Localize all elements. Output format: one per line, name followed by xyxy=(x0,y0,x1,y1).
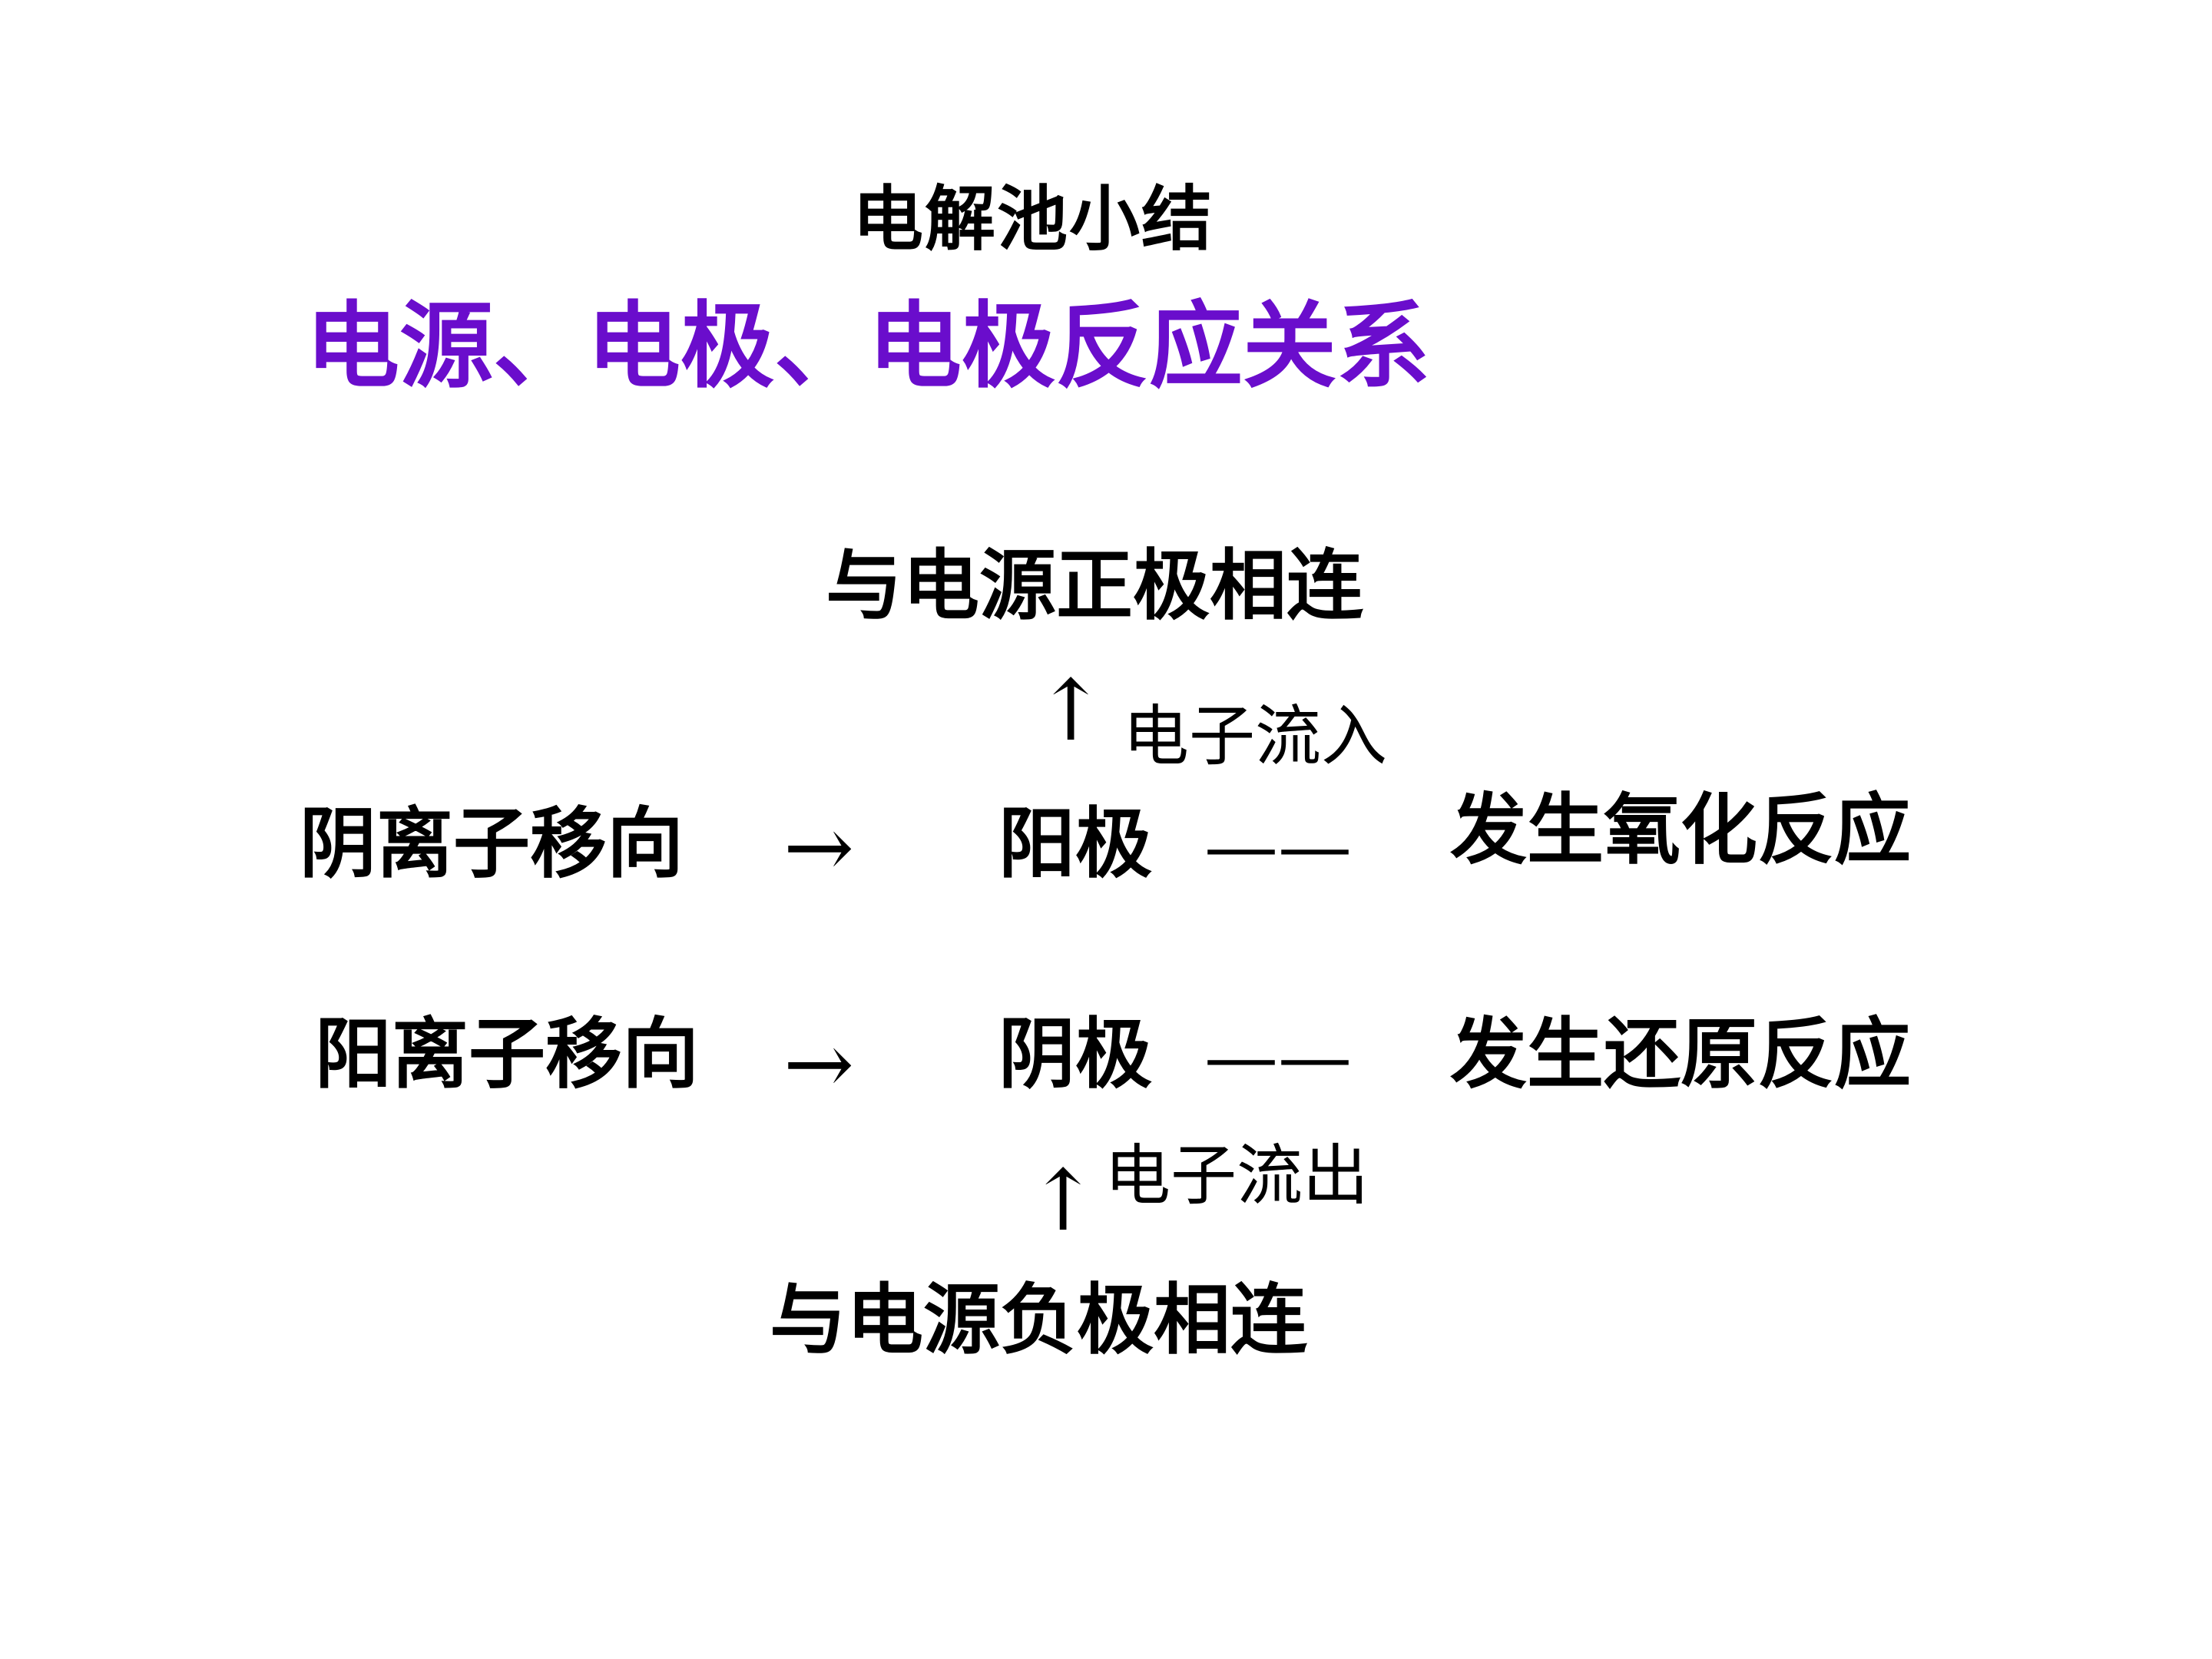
arrow-right-icon: → xyxy=(783,1015,855,1113)
arrow-up-icon: ↑ xyxy=(1035,661,1107,760)
negative-connection-label: 与电源负极相连 xyxy=(770,1274,1307,1365)
positive-connection-label: 与电源正极相连 xyxy=(826,540,1363,631)
dash-connector: —— xyxy=(1204,803,1352,889)
reduction-label: 发生还原反应 xyxy=(1450,1008,1911,1099)
anode-label: 阳极 xyxy=(998,798,1152,889)
electron-out-label: 电子流出 xyxy=(1104,1137,1369,1214)
anion-move-label: 阴离子移向 xyxy=(300,798,684,889)
cathode-label: 阴极 xyxy=(998,1008,1152,1099)
electron-in-label: 电子流入 xyxy=(1123,698,1387,775)
arrow-right-icon: → xyxy=(783,798,855,896)
slide-subtitle: 电源、电极、电极反应关系 xyxy=(306,292,1430,401)
slide-title: 电解池小结 xyxy=(853,178,1214,260)
cation-move-label: 阳离子移向 xyxy=(315,1008,699,1099)
oxidation-label: 发生氧化反应 xyxy=(1450,784,1911,875)
dash-connector: —— xyxy=(1204,1014,1352,1100)
arrow-up-icon: ↑ xyxy=(1028,1151,1099,1250)
